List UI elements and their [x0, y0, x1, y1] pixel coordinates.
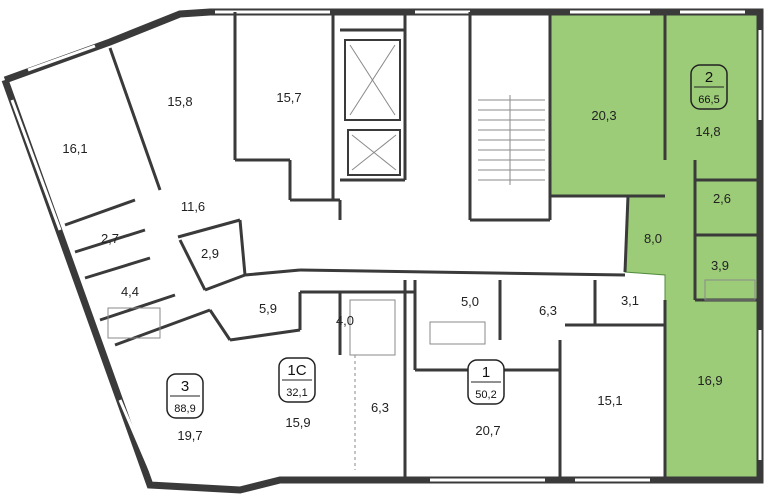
room-label: 5,0: [461, 294, 479, 309]
apartment-area: 32,1: [286, 387, 307, 399]
room-label: 6,3: [371, 400, 389, 415]
room-label: 3,9: [711, 258, 729, 273]
apartment-area: 66,5: [698, 94, 719, 106]
apartment-badge-1[interactable]: 1 50,2: [467, 359, 505, 405]
apartment-area: 88,9: [174, 403, 195, 415]
room-label: 2,6: [713, 191, 731, 206]
apartment-rooms: 1: [482, 364, 490, 381]
apartment-area: 50,2: [475, 389, 496, 401]
outer-walls: [1, 8, 764, 494]
apartment-rooms: 2: [705, 69, 713, 86]
room-label: 15,9: [285, 415, 310, 430]
apartment-badge-1c[interactable]: 1С 32,1: [278, 357, 316, 403]
fixtures: [107, 44, 756, 470]
room-label: 19,7: [177, 428, 202, 443]
room-label: 15,1: [597, 393, 622, 408]
room-labels: 16,1 15,8 15,7 11,6 2,7 2,9 4,4 5,9 4,0 …: [62, 90, 731, 443]
room-label: 4,0: [336, 313, 354, 328]
apartment-badge-2[interactable]: 2 66,5: [690, 64, 728, 110]
room-label: 20,3: [591, 108, 616, 123]
room-label: 11,6: [181, 199, 205, 214]
room-label: 16,1: [62, 141, 87, 156]
room-label: 4,4: [121, 284, 139, 299]
apartment-badge-3[interactable]: 3 88,9: [166, 373, 204, 419]
room-label: 15,7: [276, 90, 301, 105]
room-label: 3,1: [621, 293, 639, 308]
room-label: 15,8: [167, 94, 192, 109]
room-label: 16,9: [697, 373, 722, 388]
room-label: 6,3: [539, 303, 557, 318]
room-label: 5,9: [259, 301, 277, 316]
room-label: 14,8: [695, 124, 720, 139]
room-label: 20,7: [475, 423, 500, 438]
room-label: 2,7: [101, 231, 119, 246]
apartment-rooms: 3: [181, 378, 189, 395]
room-label: 8,0: [644, 231, 662, 246]
room-label: 2,9: [201, 246, 219, 261]
apartment-rooms: 1С: [287, 362, 306, 379]
